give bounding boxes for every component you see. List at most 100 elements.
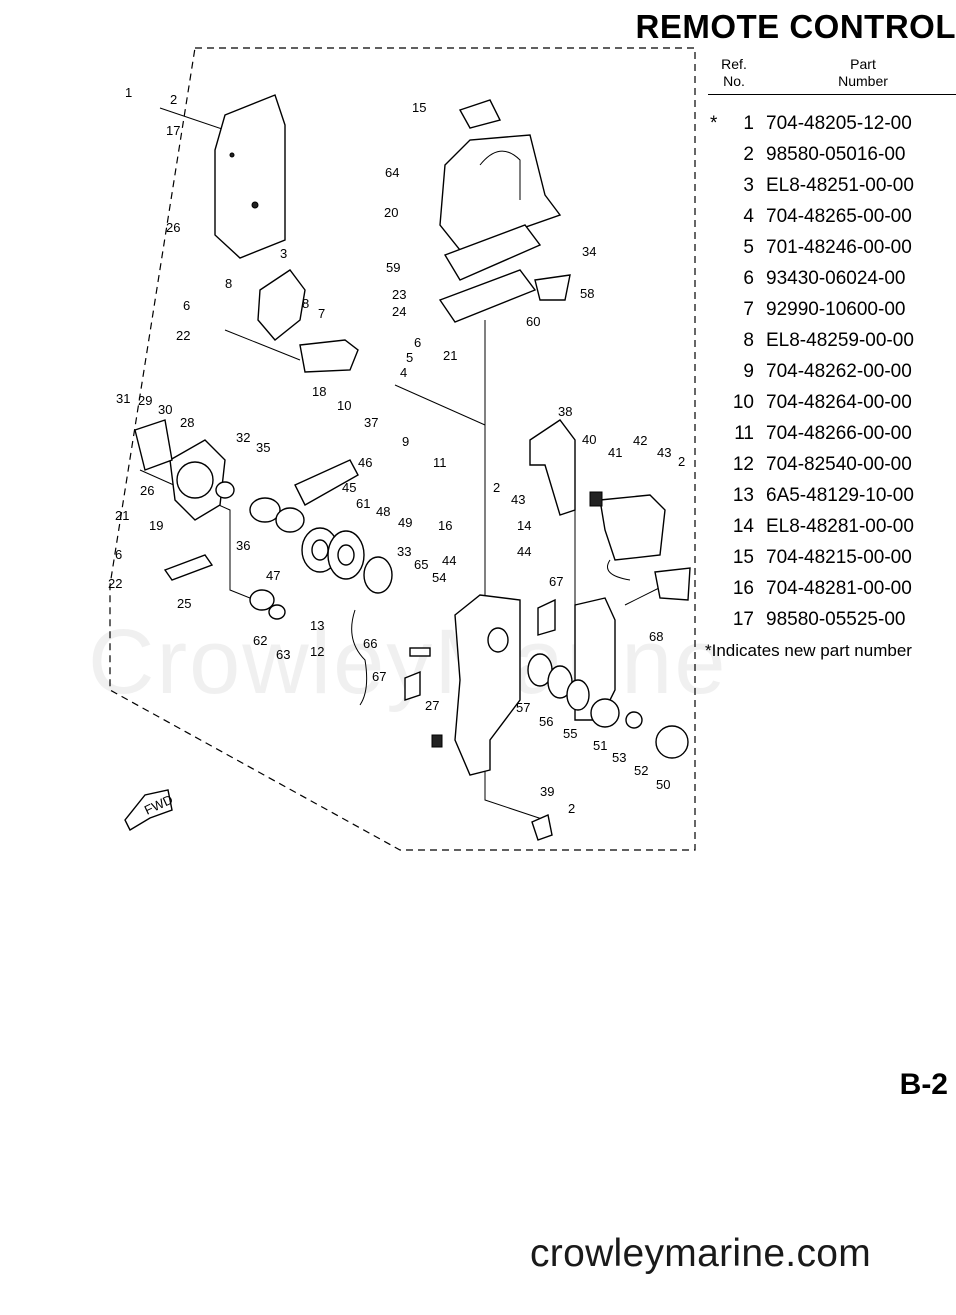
callout-number: 61 [356,496,370,511]
callout-number: 44 [517,544,531,559]
callout-number: 32 [236,430,250,445]
callout-number: 31 [116,391,130,406]
ref-number: 7 [743,299,754,320]
ref-number: 3 [743,175,754,196]
part-number: 701-48246-00-00 [766,237,912,258]
callout-number: 48 [376,504,390,519]
callout-number: 26 [166,220,180,235]
main-housing [454,594,521,776]
ref-no-header: Ref. No. [721,56,747,89]
part-number: EL8-48259-00-00 [766,330,914,351]
callout-number: 9 [402,434,409,449]
callout-number: 63 [276,647,290,662]
part-number: 704-48264-00-00 [766,392,912,413]
callout-number: 53 [612,750,626,765]
callout-number: 47 [266,568,280,583]
callout-number: 1 [125,85,132,100]
callout-number: 7 [318,306,325,321]
part-number: 92990-10600-00 [766,299,906,320]
part-number: 704-48215-00-00 [766,547,912,568]
callout-number: 59 [386,260,400,275]
callout-number: 49 [398,515,412,530]
ref-number: 2 [743,144,754,165]
page-code: B-2 [899,1068,948,1101]
callout-number: 56 [539,714,553,729]
callout-number: 51 [593,738,607,753]
callout-number: 20 [384,205,398,220]
callout-number: 18 [312,384,326,399]
callout-number: 22 [108,576,122,591]
callout-number: 2 [170,92,177,107]
spring-46 [294,459,359,506]
part-row: 8 EL8-48259-00-00 [708,325,956,356]
callout-number: 2 [568,801,575,816]
callout-number: 30 [158,402,172,417]
callout-number: 54 [432,570,446,585]
part-number: 704-48262-00-00 [766,361,912,382]
ref-number: 4 [743,206,754,227]
callout-number: 28 [180,415,194,430]
page-title: REMOTE CONTROL [635,8,956,45]
callout-number: 26 [140,483,154,498]
callout-number: 2 [493,480,500,495]
bracket-plate-1 [214,94,286,259]
callout-number: 44 [442,553,456,568]
callout-number: 11 [433,455,447,470]
callout-number: 4 [400,365,407,380]
callout-number: 16 [438,518,452,533]
part-number: 6A5-48129-10-00 [766,485,914,506]
part-row: * 1 704-48205-12-00 [708,108,956,139]
part-number: 704-48205-12-00 [766,113,912,134]
ref-number: 1 [743,113,754,134]
callout-number: 62 [253,633,267,648]
new-part-mark: * [710,113,718,134]
shaft-18 [299,339,359,373]
callout-number: 36 [236,538,250,553]
part-number: 98580-05016-00 [766,144,906,165]
callout-number: 64 [385,165,399,180]
callout-number: 68 [649,629,663,644]
callout-number: 52 [634,763,648,778]
callout-number: 39 [540,784,554,799]
ref-number: 8 [743,330,754,351]
part-number: 704-48266-00-00 [766,423,912,444]
callout-number: 8 [302,296,309,311]
part-number-header: Part Number [838,56,888,89]
callout-number: 42 [633,433,647,448]
part-row: 9 704-48262-00-00 [708,356,956,387]
plate-25 [163,554,214,581]
parts-table-header: Ref. No. Part Number [708,56,956,95]
callout-number: 6 [414,335,421,350]
part-number: 704-82540-00-00 [766,454,912,475]
callout-number: 3 [280,246,287,261]
callout-number: 50 [656,777,670,792]
lever-58 [534,274,571,301]
ref-number: 9 [743,361,754,382]
callout-number: 6 [115,547,122,562]
callout-number: 43 [511,492,525,507]
plate-15 [458,99,502,129]
callout-number: 58 [580,286,594,301]
lever-38 [529,419,576,516]
callout-number: 21 [115,508,129,523]
ref-number: 13 [732,485,754,506]
part-number: 704-48281-00-00 [766,578,912,599]
callout-number: 38 [558,404,572,419]
callout-number: 27 [425,698,439,713]
callout-number: 60 [526,314,540,329]
callout-number: 66 [363,636,377,651]
ref-number: 6 [743,268,754,289]
callout-number: 35 [256,440,270,455]
callout-number: 43 [657,445,671,460]
callout-number: 29 [138,393,152,408]
disk-29 [134,419,173,471]
